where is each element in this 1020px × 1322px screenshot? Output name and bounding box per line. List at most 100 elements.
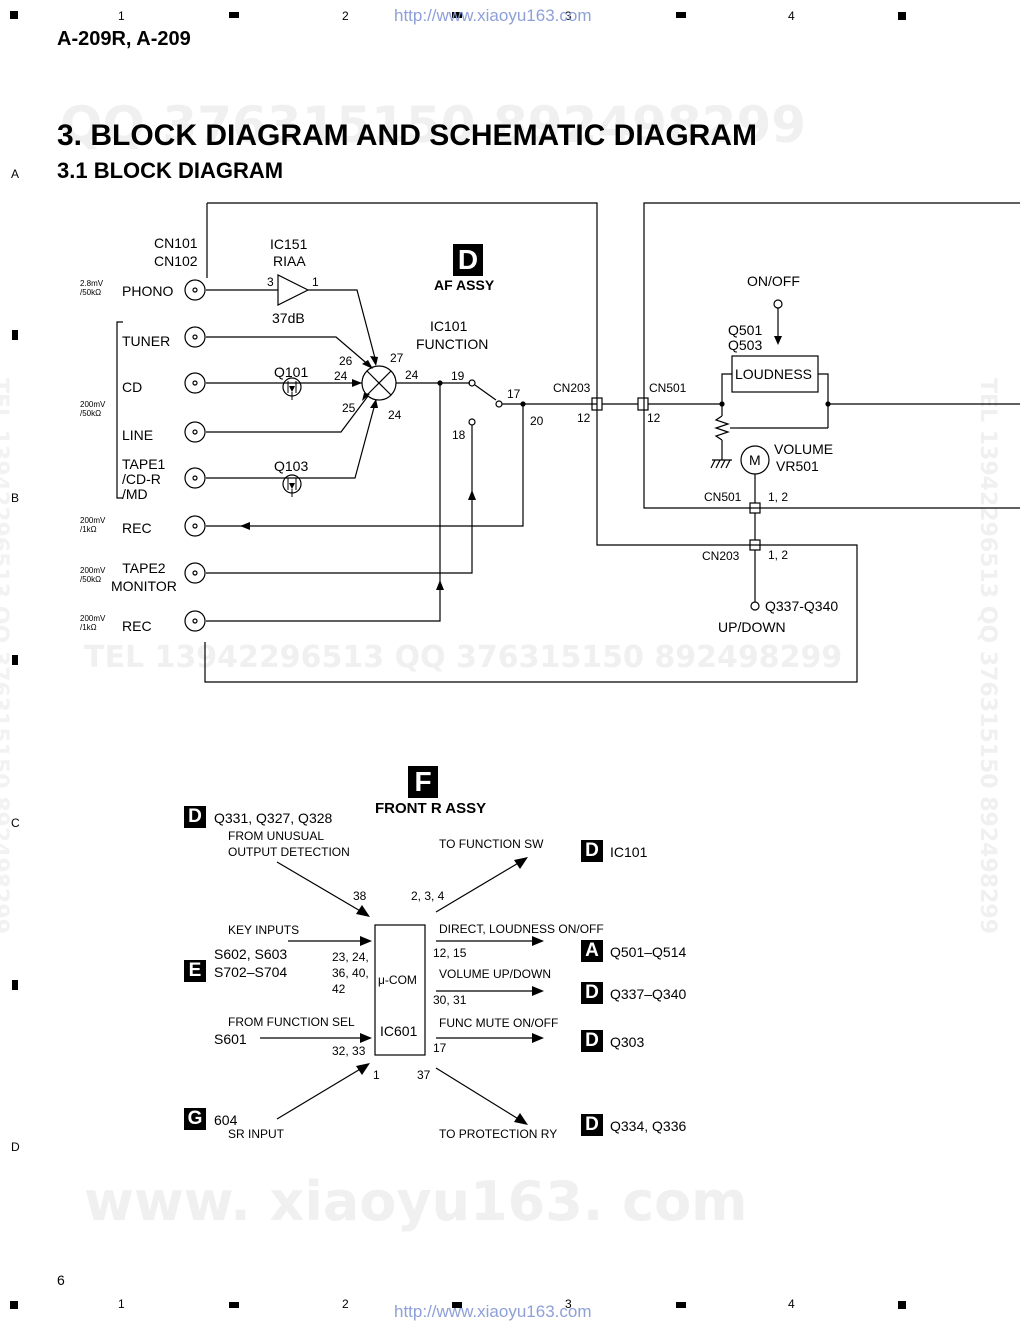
q101-label: Q101 <box>274 364 309 380</box>
motor-label: M <box>749 452 761 468</box>
col-marker-1: 1 <box>118 9 125 23</box>
right-2-badge-letter: A <box>581 940 603 962</box>
q337-label: Q337-Q340 <box>765 598 839 614</box>
pin-24a: 24 <box>334 369 348 383</box>
vr501-label: VR501 <box>776 458 819 474</box>
cn501-label: CN501 <box>649 381 687 395</box>
ic151-label: IC151 <box>270 236 308 252</box>
watermark-www: www. xiaoyu163. com <box>84 1170 748 1233</box>
left-4-ref: 604 <box>214 1112 238 1128</box>
row-marker-c: C <box>11 816 20 830</box>
left-2-ref-2: S702–S704 <box>214 964 288 980</box>
row-marker-a: A <box>11 167 20 181</box>
right-5-ref: Q334, Q336 <box>610 1118 687 1134</box>
right-1-desc: TO FUNCTION SW <box>439 837 544 851</box>
right-1-badge-letter: D <box>581 840 603 862</box>
left-2-badge: E <box>184 960 206 982</box>
volume-label: VOLUME <box>774 441 834 457</box>
watermark-tel: TEL 13942296513 QQ 376315150 892498299 <box>84 640 843 675</box>
left-3-ref: S601 <box>214 1031 247 1047</box>
right-1-ref: IC101 <box>610 844 648 860</box>
left-1-pins: 38 <box>353 889 367 903</box>
pin-18: 18 <box>452 428 466 442</box>
row-marker-d: D <box>11 1140 20 1154</box>
group-level-1: 200mV <box>80 400 106 409</box>
col-marker-4-bottom: 4 <box>788 1297 795 1311</box>
model-title: A-209R, A-209 <box>57 28 191 50</box>
tape2-line-2: MONITOR <box>111 578 177 594</box>
right-5-pins: 37 <box>417 1068 431 1082</box>
tape1-line-2: /CD-R <box>122 471 161 487</box>
onoff-label: ON/OFF <box>747 273 800 289</box>
col-marker-1-bottom: 1 <box>118 1297 125 1311</box>
cn501b-label: CN501 <box>704 490 742 504</box>
cn203-label: CN203 <box>553 381 591 395</box>
q103-label: Q103 <box>274 458 309 474</box>
rec1-level-2: /1kΩ <box>80 525 97 534</box>
tape1-label: TAPE1 /CD-R /MD <box>122 457 165 502</box>
riaa-pin1: 1 <box>312 275 319 289</box>
cn101-label: CN101 <box>154 235 198 251</box>
pin-12-b: 1, 2 <box>768 548 789 562</box>
cn203b-label: CN203 <box>702 549 740 563</box>
af-assy-badge: D <box>453 244 483 276</box>
cn102-label: CN102 <box>154 253 198 269</box>
right-4-badge: D <box>581 1030 603 1052</box>
pin-25: 25 <box>342 401 356 415</box>
tape2-level: 200mV /50kΩ <box>80 566 105 584</box>
pin-12b: 12 <box>647 411 661 425</box>
url-top[interactable]: http://www.xiaoyu163.com <box>394 6 592 25</box>
pin-17: 17 <box>507 387 521 401</box>
pin-19: 19 <box>451 369 465 383</box>
pin-12-a: 1, 2 <box>768 490 789 504</box>
left-2-badge-letter: E <box>184 960 206 982</box>
tape1-line-3: /MD <box>122 486 148 502</box>
q501-label: Q501 <box>728 322 763 338</box>
right-1-pins: 2, 3, 4 <box>411 889 445 903</box>
line-label: LINE <box>122 427 154 443</box>
url-bottom[interactable]: http://www.xiaoyu163.com <box>394 1302 592 1321</box>
right-3-ref: Q337–Q340 <box>610 986 687 1002</box>
tape2-level-2: /50kΩ <box>80 575 102 584</box>
right-1-badge: D <box>581 840 603 862</box>
function-label: FUNCTION <box>416 336 489 352</box>
right-3-desc: VOLUME UP/DOWN <box>439 967 552 981</box>
col-marker-4: 4 <box>788 9 795 23</box>
pin-24b: 24 <box>405 368 419 382</box>
col-marker-3-bottom: 3 <box>565 1297 572 1311</box>
pin-26: 26 <box>339 354 353 368</box>
rec2-level-1: 200mV <box>80 614 106 623</box>
right-4-ref: Q303 <box>610 1034 645 1050</box>
col-marker-2-bottom: 2 <box>342 1297 349 1311</box>
left-2-pins-1: 23, 24, <box>332 950 369 964</box>
right-5-badge-letter: D <box>581 1114 603 1136</box>
rec2-level: 200mV /1kΩ <box>80 614 105 632</box>
riaa-label: RIAA <box>273 253 306 269</box>
cd-label: CD <box>122 379 143 395</box>
col-marker-3: 3 <box>565 9 572 23</box>
right-4-desc: FUNC MUTE ON/OFF <box>439 1016 559 1030</box>
riaa-gain: 37dB <box>272 310 305 326</box>
right-3-pins: 30, 31 <box>433 993 467 1007</box>
pin-27: 27 <box>390 351 404 365</box>
af-assy-badge-letter: D <box>453 244 483 276</box>
tuner-label: TUNER <box>122 333 171 349</box>
ucom-label: μ-COM <box>378 973 417 987</box>
pin-12a: 12 <box>577 411 591 425</box>
right-5-badge: D <box>581 1114 603 1136</box>
loudness-label: LOUDNESS <box>735 366 813 382</box>
q503-label: Q503 <box>728 337 763 353</box>
left-2-pins: 23, 24, 36, 40, 42 <box>332 949 369 997</box>
left-1-desc-2: OUTPUT DETECTION <box>228 845 350 859</box>
ic601-label: IC601 <box>380 1023 418 1039</box>
page-number: 6 <box>57 1272 65 1288</box>
left-1-desc-1: FROM UNUSUAL <box>228 829 325 843</box>
right-2-ref: Q501–Q514 <box>610 944 687 960</box>
left-4-badge-letter: G <box>184 1108 206 1130</box>
right-4-badge-letter: D <box>581 1030 603 1052</box>
rec1-level: 200mV /1kΩ <box>80 516 105 534</box>
right-4-pins: 17 <box>433 1041 447 1055</box>
group-level-2: /50kΩ <box>80 409 102 418</box>
